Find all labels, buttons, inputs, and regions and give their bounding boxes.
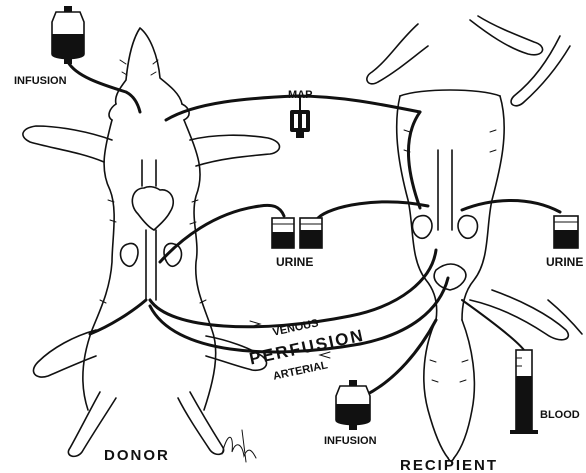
- graduated-cylinder-icon: [510, 350, 538, 434]
- infusion-bag-icon: [336, 380, 370, 430]
- infusion-label-recipient: INFUSION: [324, 435, 377, 447]
- beaker-icon: [272, 218, 322, 248]
- infusion-bag-icon: [52, 6, 84, 64]
- urine-label-right: URINE: [546, 255, 583, 269]
- artist-signature: [222, 430, 256, 462]
- recipient-animal: [367, 16, 582, 461]
- infusion-label-donor: INFUSION: [14, 75, 67, 87]
- recipient-label: RECIPIENT: [400, 457, 498, 473]
- pressure-transducer-icon: [290, 110, 310, 138]
- map-label: MAP: [288, 89, 312, 101]
- blood-label: BLOOD: [540, 409, 580, 421]
- perfusion-label: PERFUSION: [248, 326, 367, 369]
- donor-label: DONOR: [104, 447, 170, 464]
- beaker-icon: [554, 216, 578, 248]
- donor-animal: [23, 28, 280, 456]
- urine-label-center: URINE: [276, 255, 313, 269]
- arterial-label: ARTERIAL: [272, 359, 329, 382]
